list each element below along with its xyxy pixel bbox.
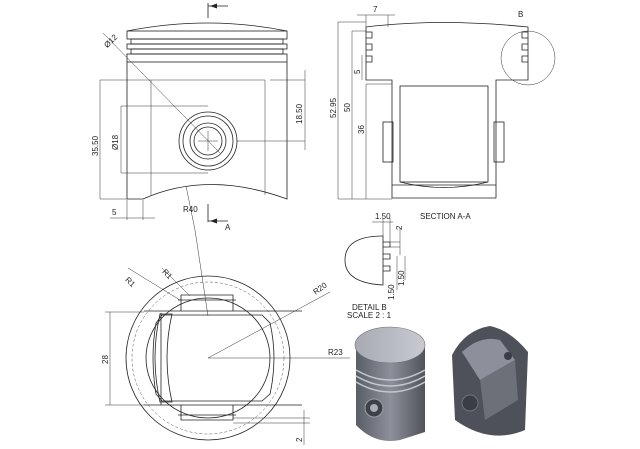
iso-view-top	[354, 326, 426, 441]
dim-r23: R23	[328, 348, 343, 357]
dim-2-detail: 2	[395, 225, 404, 230]
dim-5-width: 5	[112, 208, 117, 217]
dim-1-50-b: 1.50	[387, 284, 396, 300]
detail-scale: SCALE 2 : 1	[347, 311, 392, 320]
dim-d18: Ø18	[111, 134, 120, 150]
dim-2-bottom: 2	[295, 437, 304, 442]
dim-r40: R40	[183, 205, 198, 214]
dim-35-50: 35.50	[91, 135, 100, 156]
dim-7: 7	[373, 5, 378, 14]
dim-52-95: 52.95	[329, 97, 338, 118]
front-view	[99, 3, 306, 231]
dim-18-50: 18.50	[295, 103, 304, 124]
detail-view	[344, 218, 406, 290]
dim-36: 36	[357, 125, 366, 134]
dim-50: 50	[343, 103, 352, 112]
section-title: SECTION A-A	[420, 212, 471, 221]
dim-5-height: 5	[353, 69, 362, 74]
dim-28: 28	[101, 355, 110, 364]
section-mark-a: A	[225, 223, 231, 232]
iso-view-bottom	[452, 326, 528, 436]
dim-1-50-a: 1.50	[397, 270, 406, 286]
detail-callout-b: B	[518, 10, 524, 19]
dim-1-50-width: 1.50	[375, 212, 391, 221]
bottom-view	[105, 229, 350, 445]
section-view	[337, 14, 556, 200]
detail-title: DETAIL B	[352, 303, 387, 312]
